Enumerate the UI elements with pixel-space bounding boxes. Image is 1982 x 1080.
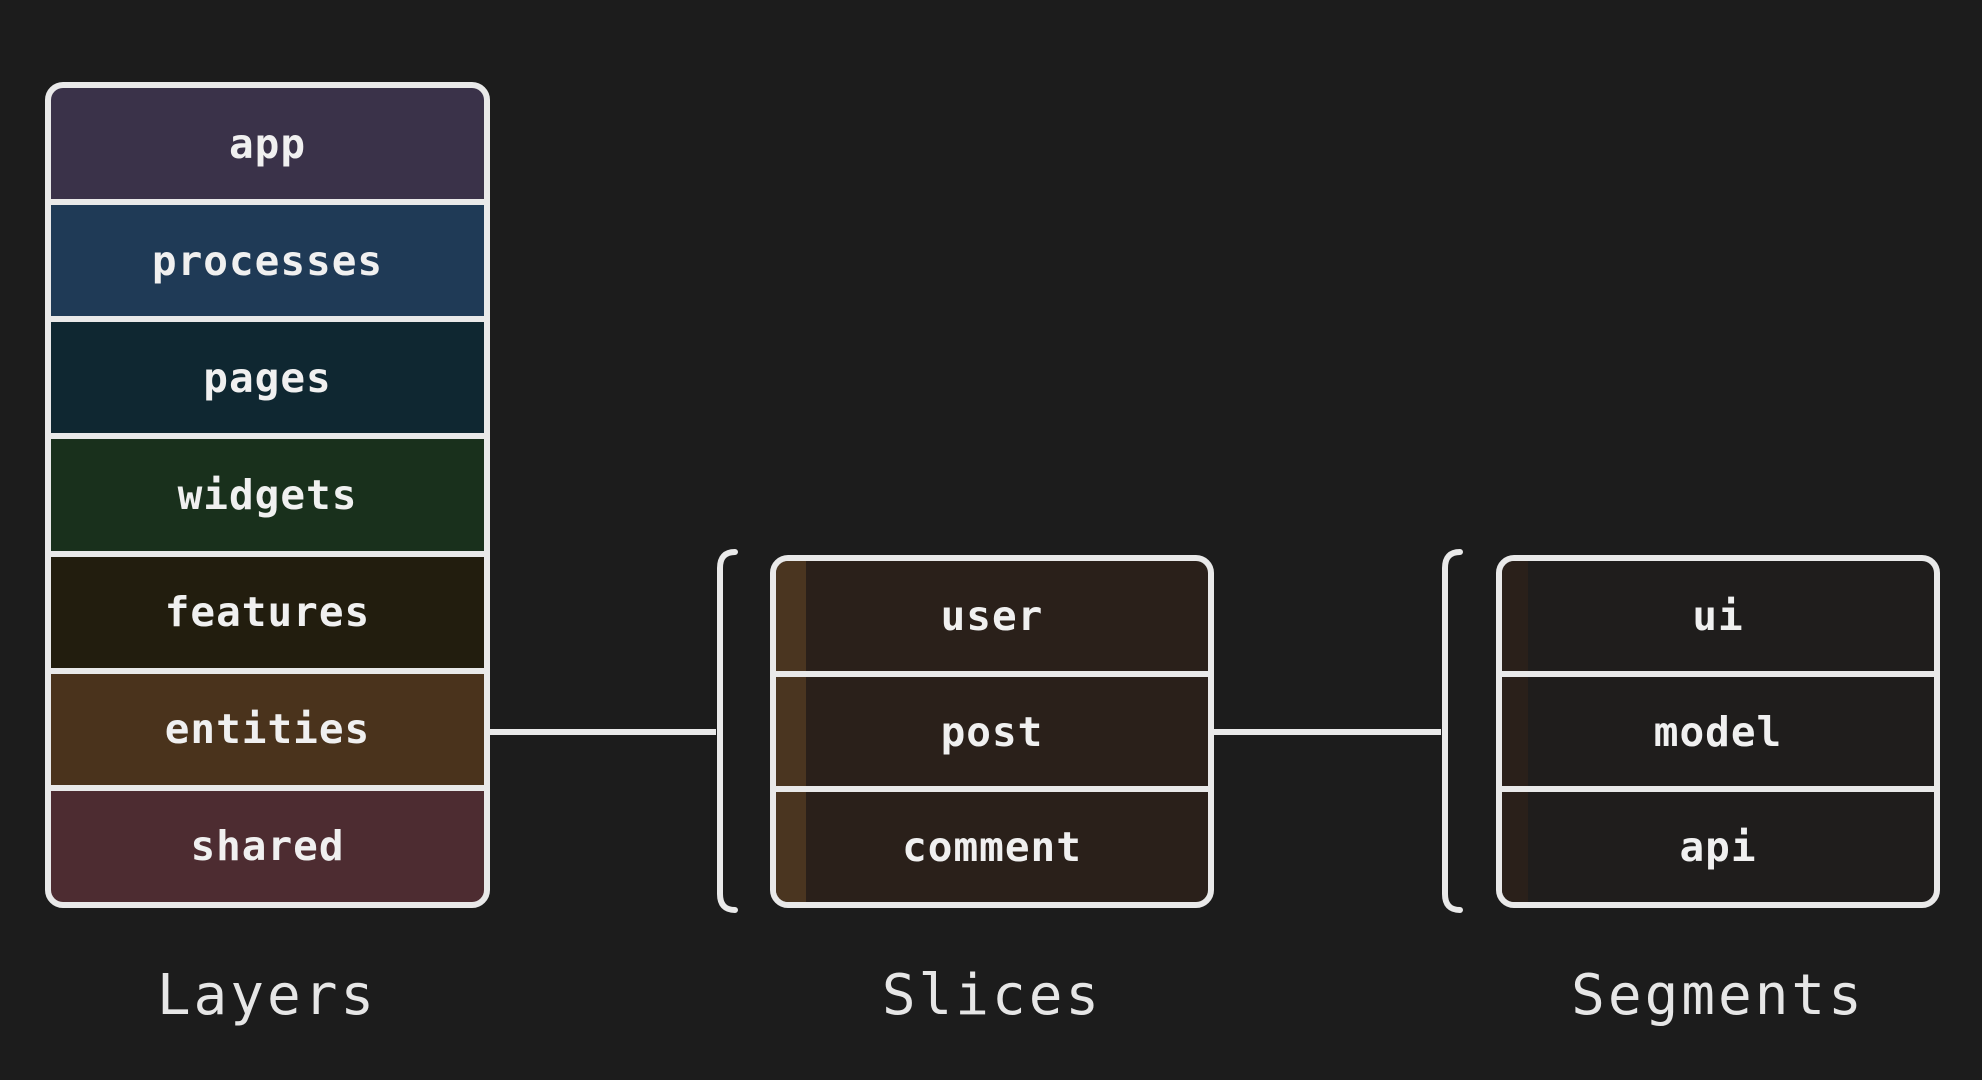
layer-widgets: widgets <box>51 439 484 551</box>
slice-user: user <box>776 561 1208 671</box>
layer-pages: pages <box>51 322 484 434</box>
layer-entities: entities <box>51 673 484 785</box>
segment-api: api <box>1502 792 1934 902</box>
layers-caption: Layers <box>156 963 378 1028</box>
slices-stack: user post comment <box>770 555 1214 908</box>
slice-comment: comment <box>776 792 1208 902</box>
layer-features: features <box>51 556 484 668</box>
slices-bracket <box>717 549 738 913</box>
layers-stack: app processes pages widgets features ent… <box>45 82 490 908</box>
segments-bracket <box>1442 549 1463 913</box>
layer-processes: processes <box>51 205 484 317</box>
segment-model: model <box>1502 676 1934 787</box>
segments-stack: ui model api <box>1496 555 1940 908</box>
segments-caption: Segments <box>1571 963 1865 1028</box>
slice-post: post <box>776 676 1208 787</box>
slices-caption: Slices <box>881 963 1103 1028</box>
layer-app: app <box>51 88 484 200</box>
layer-shared: shared <box>51 790 484 902</box>
segment-ui: ui <box>1502 561 1934 671</box>
